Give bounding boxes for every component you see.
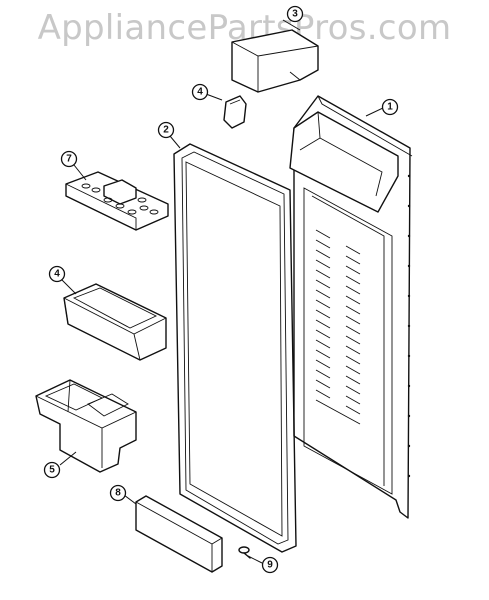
part-door-bin xyxy=(63,283,167,361)
svg-text:4: 4 xyxy=(197,87,203,98)
svg-text:7: 7 xyxy=(66,154,72,165)
svg-text:4: 4 xyxy=(54,269,60,280)
callout-7: 7 xyxy=(60,150,78,168)
part-egg-tray xyxy=(65,171,169,231)
callout-4-clip: 4 xyxy=(191,83,209,101)
svg-text:9: 9 xyxy=(267,560,273,571)
svg-text:5: 5 xyxy=(49,465,55,476)
callout-1: 1 xyxy=(381,98,399,116)
callout-3: 3 xyxy=(286,5,304,23)
svg-text:2: 2 xyxy=(163,125,169,136)
part-rail xyxy=(135,495,223,573)
part-dairy-door xyxy=(231,29,319,93)
svg-text:1: 1 xyxy=(387,102,393,113)
svg-text:3: 3 xyxy=(292,9,298,20)
part-door-liner xyxy=(289,95,413,519)
callout-9: 9 xyxy=(261,556,279,574)
part-double-bin xyxy=(35,379,137,473)
part-screw xyxy=(238,546,251,559)
callout-8: 8 xyxy=(109,484,127,502)
part-door-gasket xyxy=(173,143,297,553)
svg-text:8: 8 xyxy=(115,488,121,499)
callout-4-bin: 4 xyxy=(48,265,66,283)
leader-lines xyxy=(59,19,384,564)
callout-5: 5 xyxy=(43,461,61,479)
callout-2: 2 xyxy=(157,121,175,139)
part-clip xyxy=(223,95,247,129)
